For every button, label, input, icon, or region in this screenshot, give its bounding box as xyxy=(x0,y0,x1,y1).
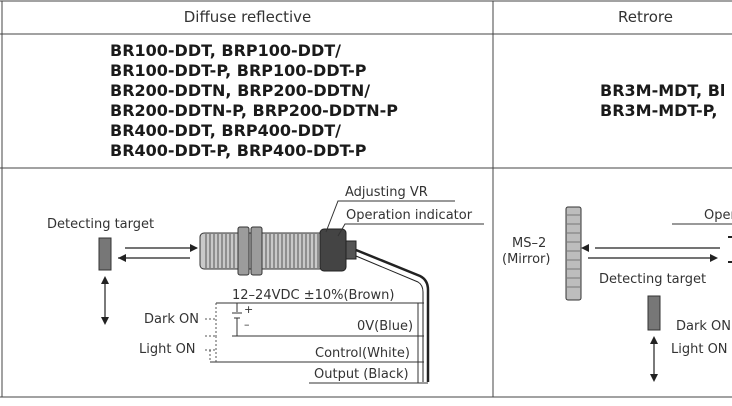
label-light-on: Light ON xyxy=(139,342,196,357)
label-mirror-model: MS–2 xyxy=(512,236,547,251)
target-block xyxy=(98,237,112,271)
diffuse-model-list: BR100-DDT, BRP100-DDT/ BR100-DDT-P, BRP1… xyxy=(110,41,398,161)
label-mirror: (Mirror) xyxy=(502,252,551,267)
model-line: BR400-DDT, BRP400-DDT/ xyxy=(110,121,341,140)
label-retro-detecting-target: Detecting target xyxy=(599,272,707,287)
label-minus: – xyxy=(244,318,250,331)
header-retroreflective: Retrore xyxy=(618,8,673,26)
model-line: BR100-DDT, BRP100-DDT/ xyxy=(110,41,341,60)
label-operation-indicator: Operation indicator xyxy=(346,208,473,223)
model-line: BR3M-MDT-P, xyxy=(600,101,718,120)
label-adjusting-vr: Adjusting VR xyxy=(345,185,428,200)
label-supply-brown: 12–24VDC ±10%(Brown) xyxy=(232,288,395,303)
label-control-white: Control(White) xyxy=(315,346,410,361)
model-line: BR100-DDT-P, BRP100-DDT-P xyxy=(110,61,367,80)
mirror-reflector xyxy=(565,206,582,301)
label-retro-dark-on: Dark ON xyxy=(676,319,731,334)
model-line: BR400-DDT-P, BRP400-DDT-P xyxy=(110,141,367,160)
label-dark-on: Dark ON xyxy=(144,312,199,327)
label-operation-clipped: Oper xyxy=(704,208,732,223)
label-plus: + xyxy=(244,303,254,316)
retro-target-block xyxy=(647,295,661,331)
label-0v-blue: 0V(Blue) xyxy=(357,319,414,334)
header-diffuse-reflective: Diffuse reflective xyxy=(183,8,312,26)
model-line: BR200-DDTN, BRP200-DDTN/ xyxy=(110,81,371,100)
retro-model-list: BR3M-MDT, Bl BR3M-MDT-P, xyxy=(600,81,725,121)
label-detecting-target: Detecting target xyxy=(47,217,155,232)
model-line: BR200-DDTN-P, BRP200-DDTN-P xyxy=(110,101,399,120)
label-retro-light-on: Light ON xyxy=(671,342,728,357)
sensor-body xyxy=(199,226,357,276)
diffuse-sensor-diagram xyxy=(98,200,484,384)
model-line: BR3M-MDT, Bl xyxy=(600,81,726,100)
retro-sensor-diagram xyxy=(565,206,732,382)
label-output-black: Output (Black) xyxy=(314,367,409,382)
